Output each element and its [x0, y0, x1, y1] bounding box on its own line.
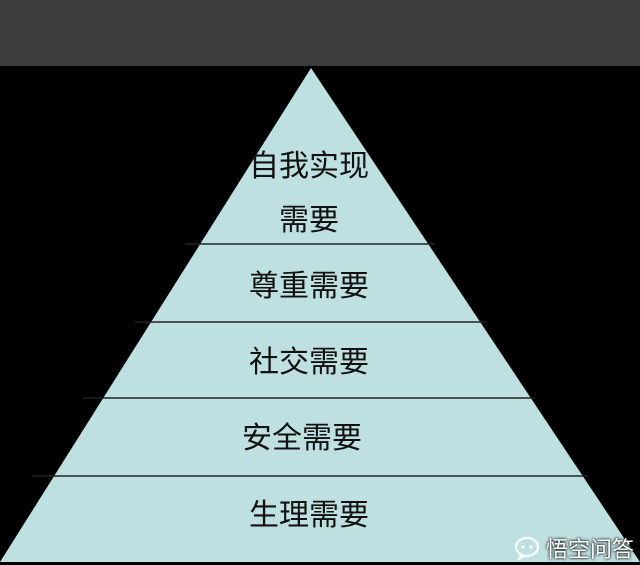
level-safety: 安全需要 [242, 421, 362, 456]
level-physiological: 生理需要 [249, 498, 369, 533]
pyramid-triangle [0, 68, 640, 562]
level-esteem: 尊重需要 [249, 269, 369, 304]
level-self-actualization-line2: 需要 [279, 203, 339, 238]
watermark-text: 悟空问答 [545, 538, 634, 563]
level-social: 社交需要 [249, 345, 369, 380]
watermark: 悟空问答 [514, 533, 634, 563]
level-self-actualization-line1: 自我实现 [249, 149, 369, 184]
chat-bubble-logo-icon [514, 536, 540, 560]
top-dark-bar [0, 0, 640, 66]
